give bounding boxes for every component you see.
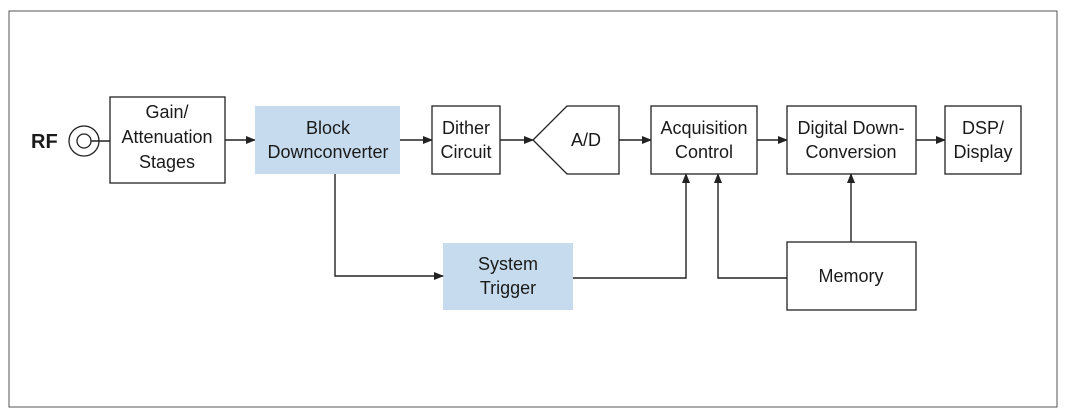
svg-text:Trigger: Trigger: [480, 278, 536, 298]
svg-text:System: System: [478, 254, 538, 274]
svg-text:Block: Block: [306, 118, 351, 138]
svg-text:Attenuation: Attenuation: [121, 127, 212, 147]
svg-text:Conversion: Conversion: [805, 142, 896, 162]
svg-text:Control: Control: [675, 142, 733, 162]
dsp-display-block: DSP/ Display: [944, 105, 1022, 175]
system-trigger-block: System Trigger: [443, 243, 573, 310]
diagram-frame: [8, 10, 1058, 408]
rf-connector-inner-icon: [76, 133, 92, 149]
gain-attenuation-block: Gain/ Attenuation Stages: [109, 96, 226, 184]
svg-text:A/D: A/D: [571, 130, 601, 150]
wire-trigger-acq: [573, 173, 690, 279]
svg-text:Stages: Stages: [139, 152, 195, 172]
rf-label: RF: [31, 131, 58, 153]
svg-text:Dither: Dither: [442, 118, 490, 138]
svg-text:Circuit: Circuit: [440, 142, 491, 162]
svg-text:DSP/: DSP/: [962, 118, 1004, 138]
memory-block: Memory: [786, 241, 917, 311]
digital-down-conversion-block: Digital Down- Conversion: [786, 105, 917, 175]
block-downconverter-block: Block Downconverter: [255, 106, 400, 174]
wire-memory-acq: [714, 173, 787, 279]
acquisition-control-block: Acquisition Control: [650, 105, 758, 175]
ad-converter-block: A/D: [532, 105, 620, 175]
svg-text:Digital Down-: Digital Down-: [797, 118, 904, 138]
svg-text:Gain/: Gain/: [145, 102, 188, 122]
dither-circuit-block: Dither Circuit: [431, 105, 501, 175]
svg-text:Downconverter: Downconverter: [267, 142, 388, 162]
svg-text:Display: Display: [953, 142, 1012, 162]
svg-text:Acquisition: Acquisition: [660, 118, 747, 138]
svg-text:Memory: Memory: [818, 266, 883, 286]
wire-blockdown-trigger: [334, 174, 444, 280]
